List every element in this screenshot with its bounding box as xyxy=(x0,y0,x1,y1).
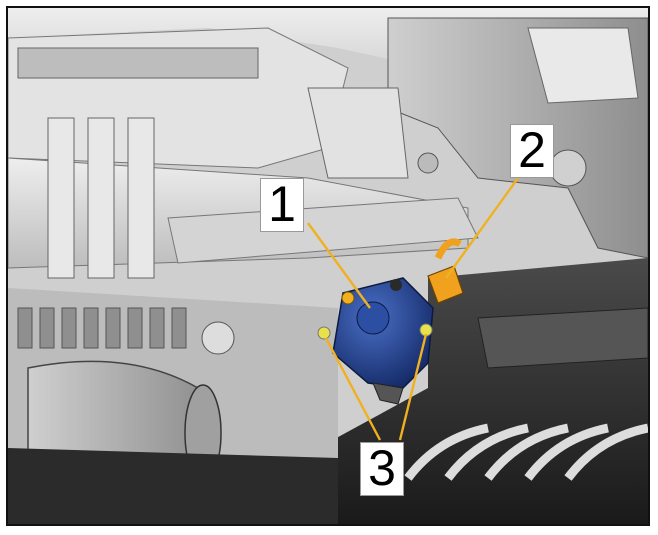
callout-2: 2 xyxy=(510,124,554,178)
electrical-connector xyxy=(427,238,464,304)
vehicle-component-illustration xyxy=(8,8,648,524)
screw-left xyxy=(317,326,331,340)
callout-1: 1 xyxy=(260,178,304,232)
leader-lines xyxy=(307,177,519,441)
actuator-motor xyxy=(332,277,434,405)
diagram-frame: 1 2 3 xyxy=(6,6,650,526)
callout-3: 3 xyxy=(360,442,404,496)
